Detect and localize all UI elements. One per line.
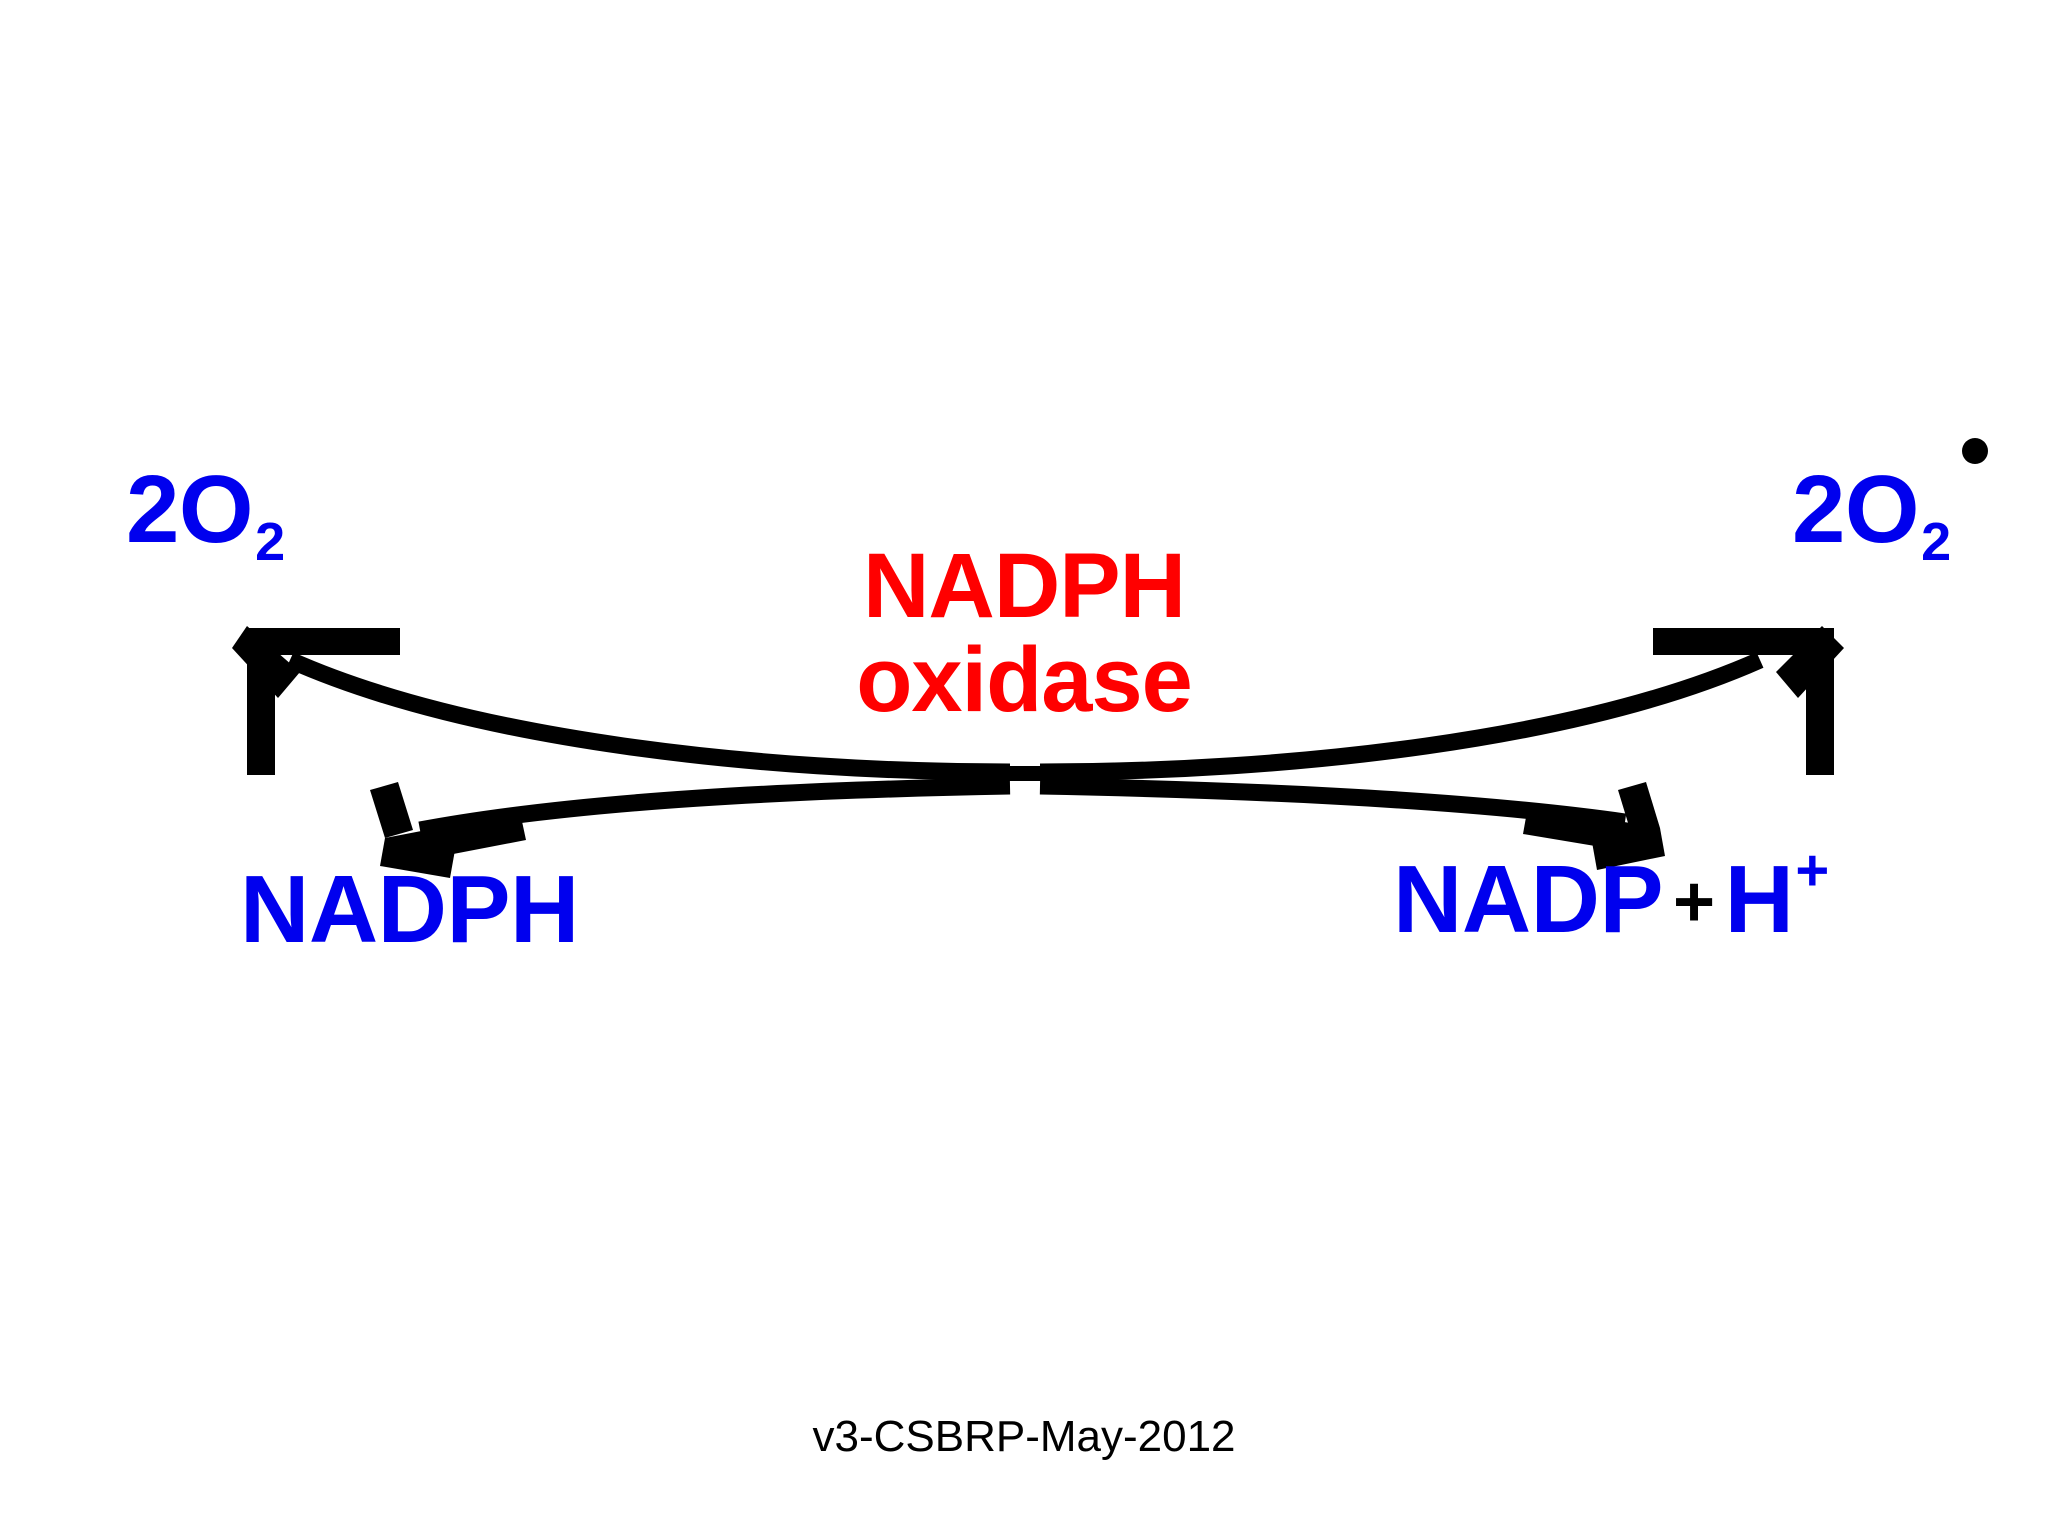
oxygen-reactant-symbol: 2O (126, 456, 254, 563)
label-superoxide-product: 2O2 (1792, 438, 1988, 569)
enzyme-label-line2: oxidase (856, 628, 1193, 731)
nadp-release-arrow (1039, 777, 1665, 870)
enzyme-label-line1: NADPH (862, 535, 1186, 637)
oxygen-reactant-subscript: 2 (255, 512, 285, 572)
nadph-consumption-arrow (370, 777, 1011, 878)
label-nadph-reactant: NADPH (240, 862, 579, 958)
label-nadp-proton-product: NADP+H+ (1393, 842, 1829, 948)
superoxide-product-symbol: 2O (1792, 456, 1920, 563)
enzyme-label: NADPH oxidase (0, 535, 2048, 731)
radical-dot-icon (1962, 438, 1988, 464)
oxygen-reduction-arrow (232, 626, 1011, 781)
plus-separator: + (1673, 862, 1715, 942)
arrow-crossing-band (1000, 766, 1060, 781)
label-oxygen-reactant: 2O2 (126, 462, 285, 570)
nadp-product-text: NADP (1393, 846, 1664, 953)
proton-charge-superscript: + (1795, 838, 1829, 903)
footer-version-note: v3-CSBRP-May-2012 (812, 1412, 1236, 1461)
superoxide-production-arrow (1039, 626, 1844, 781)
nadph-reactant-text: NADPH (240, 856, 579, 963)
proton-symbol: H (1724, 846, 1794, 953)
superoxide-product-subscript: 2 (1921, 512, 1951, 572)
